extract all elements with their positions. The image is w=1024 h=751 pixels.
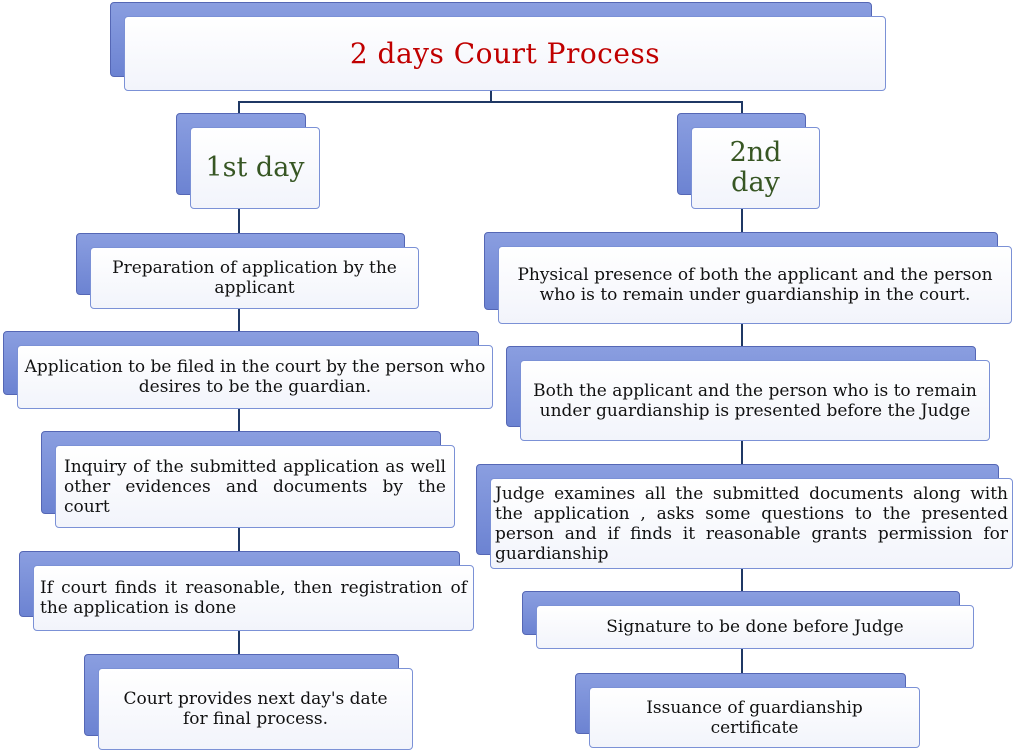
day1-step-4: If court finds it reasonable, then regis…	[19, 551, 474, 631]
step-text: Issuance of guardianship certificate	[589, 687, 920, 748]
connector-title-down	[490, 90, 492, 102]
day1-step-5: Court provides next day's date for final…	[84, 654, 413, 750]
day2-step-4: Signature to be done before Judge	[522, 591, 974, 649]
step-text: If court finds it reasonable, then regis…	[33, 565, 474, 631]
step-text: Inquiry of the submitted application as …	[55, 445, 455, 528]
title-box: 2 days Court Process	[110, 2, 886, 91]
day2-step-3: Judge examines all the submitted documen…	[476, 464, 1013, 569]
connector-horizontal	[238, 101, 743, 103]
day1-label: 1st day	[205, 152, 305, 183]
day1-step-1: Preparation of application by the applic…	[76, 233, 419, 309]
day2-step-1: Physical presence of both the applicant …	[484, 232, 1012, 324]
day2-step-5: Issuance of guardianship certificate	[575, 673, 920, 748]
step-text: Signature to be done before Judge	[536, 605, 974, 649]
day2-box: 2nd day	[677, 113, 820, 209]
step-text: Application to be filed in the court by …	[17, 345, 493, 409]
day1-step-2: Application to be filed in the court by …	[3, 331, 493, 409]
day2-step-2: Both the applicant and the person who is…	[506, 346, 990, 441]
step-text: Physical presence of both the applicant …	[498, 246, 1012, 324]
step-text: Preparation of application by the applic…	[90, 247, 419, 309]
step-text: Judge examines all the submitted documen…	[490, 478, 1013, 569]
connector-day2-column	[741, 205, 743, 690]
day1-step-3: Inquiry of the submitted application as …	[41, 431, 455, 528]
diagram-title: 2 days Court Process	[349, 36, 661, 70]
day2-label: 2nd day	[729, 137, 782, 198]
day1-box: 1st day	[176, 113, 320, 209]
step-text: Court provides next day's date for final…	[98, 668, 413, 750]
step-text: Both the applicant and the person who is…	[520, 360, 990, 441]
